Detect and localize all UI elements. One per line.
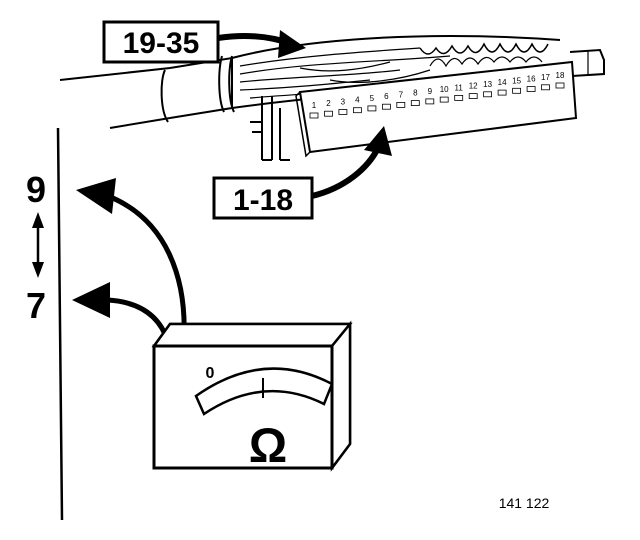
- pin-socket: [526, 86, 536, 92]
- pin-socket: [497, 89, 507, 96]
- pin-socket: [468, 93, 478, 99]
- pin-socket: [338, 109, 348, 115]
- pin-number-label: 12: [469, 82, 478, 91]
- pin-number-label: 3: [341, 98, 346, 107]
- pin-number-label: 13: [483, 80, 492, 89]
- pin-socket: [425, 98, 435, 105]
- pin-socket: [396, 102, 406, 108]
- pin-socket: [381, 103, 391, 110]
- meter-zero-label: 0: [206, 365, 215, 382]
- terminal-line: [56, 127, 64, 521]
- pin-socket: [541, 84, 550, 91]
- wires-range-label: 19-35: [123, 27, 200, 60]
- pin-number-label: 17: [541, 73, 550, 82]
- arrow-to-harness: [217, 30, 306, 58]
- ohm-symbol: Ω: [249, 420, 287, 473]
- pins-range-label: 1-18: [233, 184, 293, 217]
- pin-number-label: 18: [556, 71, 565, 80]
- pin-number-label: 5: [370, 94, 375, 103]
- pin-socket: [352, 107, 362, 114]
- pin-number-label: 4: [355, 96, 360, 105]
- pin-socket: [555, 82, 565, 89]
- terminal-7-label: 7: [26, 285, 46, 326]
- pin-number-label: 14: [498, 78, 507, 87]
- pin-number-label: 2: [326, 99, 331, 108]
- pin-socket: [454, 95, 464, 101]
- meter-lead-to-9: [76, 178, 187, 337]
- pin-number-label: 10: [440, 85, 449, 94]
- pin-number-label: 8: [413, 89, 418, 98]
- terminal-9-label: 9: [26, 169, 46, 210]
- pin-socket: [512, 87, 521, 94]
- pin-number-label: 6: [384, 92, 389, 101]
- meter-lead-to-7: [72, 282, 171, 343]
- arrow-to-pins: [311, 126, 392, 199]
- pin-socket: [367, 105, 377, 112]
- label-1-18: 1-18: [212, 176, 314, 220]
- pin-number-label: 15: [512, 76, 521, 85]
- pin-socket: [309, 112, 319, 119]
- double-arrow: [32, 212, 44, 278]
- pin-socket: [483, 91, 493, 98]
- pin-socket: [439, 96, 449, 103]
- pin-socket: [410, 100, 420, 106]
- ohmmeter: 0 Ω: [151, 320, 353, 473]
- pin-number-label: 7: [399, 90, 404, 99]
- pin-number-label: 11: [455, 83, 464, 92]
- label-19-35: 19-35: [102, 20, 220, 64]
- figure-reference: 141 122: [499, 495, 550, 511]
- pin-number-label: 9: [428, 87, 433, 96]
- pin-number-label: 16: [527, 75, 536, 84]
- pin-number-label: 1: [312, 101, 317, 110]
- pin-socket: [324, 110, 333, 117]
